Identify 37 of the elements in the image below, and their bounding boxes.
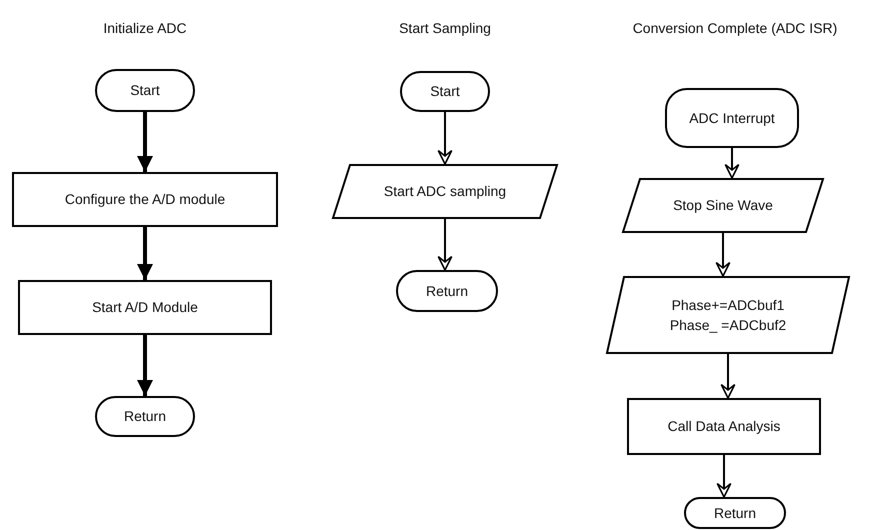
arrow [137, 112, 153, 172]
node-text: Start [430, 82, 460, 102]
process-box [18, 280, 272, 335]
node-text: Start ADC sampling [384, 182, 506, 202]
node-text: Call Data Analysis [668, 417, 780, 436]
column-heading: Initialize ADC [103, 20, 187, 36]
terminal-box [684, 497, 786, 529]
process-box [12, 172, 278, 227]
data-parallelogram [622, 178, 824, 233]
column-heading: Start Sampling [399, 20, 491, 36]
arrow [724, 148, 740, 179]
data-parallelogram [606, 276, 850, 354]
terminal-box [396, 270, 498, 312]
node-text: Start A/D Module [92, 298, 198, 318]
node-text: Stop Sine Wave [673, 196, 773, 216]
arrow [438, 219, 452, 271]
terminal-box [95, 69, 195, 112]
terminal-box [400, 71, 490, 112]
node-text: Return [714, 504, 756, 523]
arrow [716, 455, 732, 498]
arrow [137, 335, 153, 396]
arrow [716, 233, 730, 277]
node-text: Start [130, 81, 160, 100]
node-text: Configure the A/D module [64, 190, 226, 210]
terminal-box [665, 88, 799, 148]
arrow [720, 354, 736, 399]
column-heading: Conversion Complete (ADC ISR) [632, 20, 838, 36]
node-text: Phase+=ADCbuf1 [672, 296, 784, 315]
node-text: Return [426, 282, 468, 301]
terminal-box [95, 396, 195, 437]
data-parallelogram [332, 164, 558, 219]
node-text: ADC Interrupt [689, 108, 775, 128]
process-box [627, 398, 821, 455]
arrow [438, 112, 452, 165]
arrow [137, 227, 153, 280]
node-text: Phase_ =ADCbuf2 [670, 316, 786, 335]
node-text: Return [124, 407, 166, 426]
